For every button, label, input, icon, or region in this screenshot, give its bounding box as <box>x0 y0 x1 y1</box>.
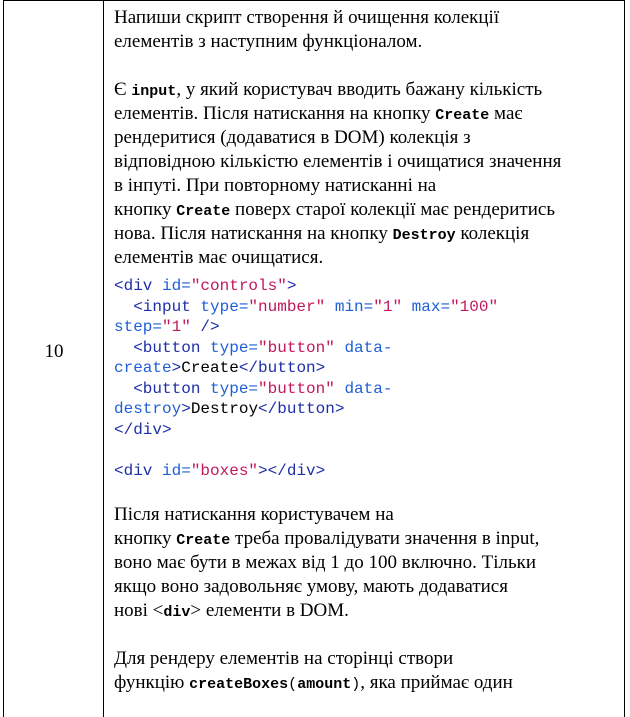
task-number-cell: 10 <box>4 1 104 717</box>
para2-line-3: воно має бути в межах від 1 до 100 включ… <box>114 552 537 573</box>
inline-code-create: Create <box>176 532 231 549</box>
para2-line-1: Після натискання користувачем на <box>114 504 394 525</box>
inline-code-amount: amount <box>297 676 352 693</box>
inline-code-createboxes: createBoxes <box>189 676 289 693</box>
para1-line-7: нова. Після натискання на кнопку Destroy… <box>114 223 530 244</box>
code-line-5: create>Create</button> <box>114 359 326 377</box>
inline-code-create: Create <box>435 107 490 124</box>
para1-line-3: рендеритися (додаватися в DOM) колекція … <box>114 127 471 148</box>
task-description-cell: Напиши скрипт створення й очищення колек… <box>114 6 619 695</box>
intro-line-1: Напиши скрипт створення й очищення колек… <box>114 7 500 28</box>
inline-code-destroy: Destroy <box>392 227 456 244</box>
para1-line-6: кнопку Create поверх старої колекції має… <box>114 199 555 220</box>
code-line-9: <div id="boxes"></div> <box>114 461 326 480</box>
para1-line-4: відповідною кількістю елементів і очищат… <box>114 151 562 172</box>
code-line-7: destroy>Destroy</button> <box>114 400 345 418</box>
para3-line-2: функцію createBoxes(amount), яка приймає… <box>114 672 513 693</box>
code-line-2: <input type="number" min="1" max="100" <box>133 297 499 316</box>
para2-line-5: нові <div> елементи в DOM. <box>114 600 349 621</box>
para1-line-8: елементів має очищатися. <box>114 247 324 268</box>
para2-line-4: якщо воно задовольняє умову, мають додав… <box>114 576 508 597</box>
intro-line-2: елементів з наступним функціоналом. <box>114 31 423 52</box>
code-line-1: <div id="controls"> <box>114 277 297 295</box>
task-table: 10 Напиши скрипт створення й очищення ко… <box>3 0 625 717</box>
code-line-8: </div> <box>114 420 172 439</box>
code-line-6: <button type="button" data- <box>133 379 393 398</box>
code-line-3: step="1" /> <box>114 318 220 336</box>
task-number: 10 <box>44 341 64 362</box>
para2-line-2: кнопку Create треба провалідувати значен… <box>114 528 540 549</box>
code-example: <div id="controls"> <input type="number"… <box>114 276 619 481</box>
inline-code-input: input <box>131 83 177 100</box>
para1-line-1: Є input, у який користувач вводить бажан… <box>114 79 543 100</box>
para1-line-2: елементів. Після натискання на кнопку Cr… <box>114 103 523 124</box>
inline-code-create: Create <box>176 203 231 220</box>
code-line-4: <button type="button" data- <box>133 338 393 357</box>
inline-code-div: div <box>163 604 191 621</box>
para1-line-5: в інпуті. При повторному натисканні на <box>114 175 437 196</box>
para3-line-1: Для рендеру елементів на сторінці створи <box>114 648 454 669</box>
